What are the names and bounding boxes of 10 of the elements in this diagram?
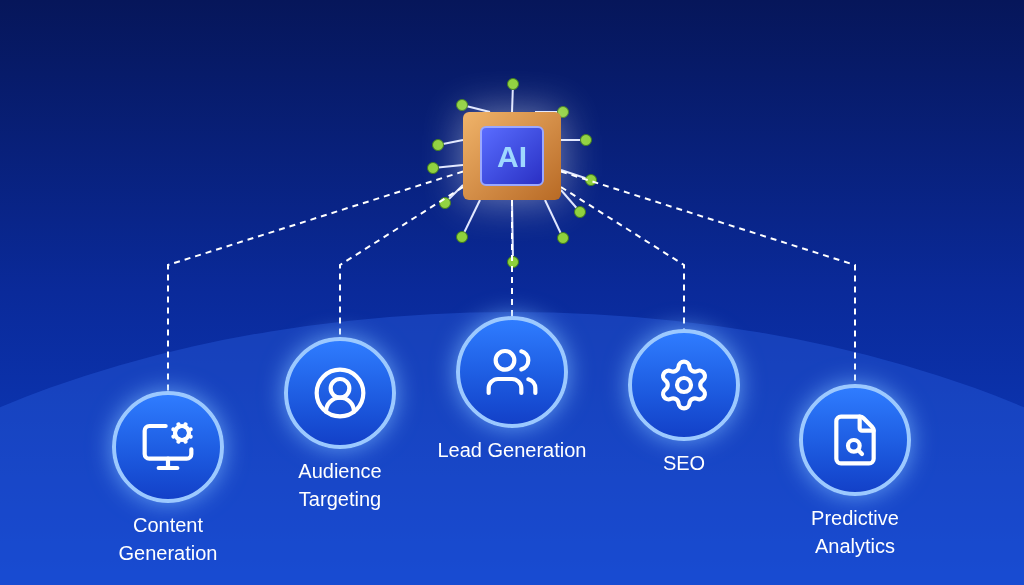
chip [463,112,561,200]
feature-label: Audience Targeting [297,459,383,512]
feature-label: Content Generation [117,513,219,566]
feature-label: Lead Generation [437,438,587,463]
chip-label: AI [497,138,527,175]
dashed-connector [560,186,685,330]
dashed-connector [167,170,464,392]
dashed-connector [511,199,513,317]
feature-label: SEO [661,451,707,476]
feature-label: Predictive Analytics [810,506,900,559]
